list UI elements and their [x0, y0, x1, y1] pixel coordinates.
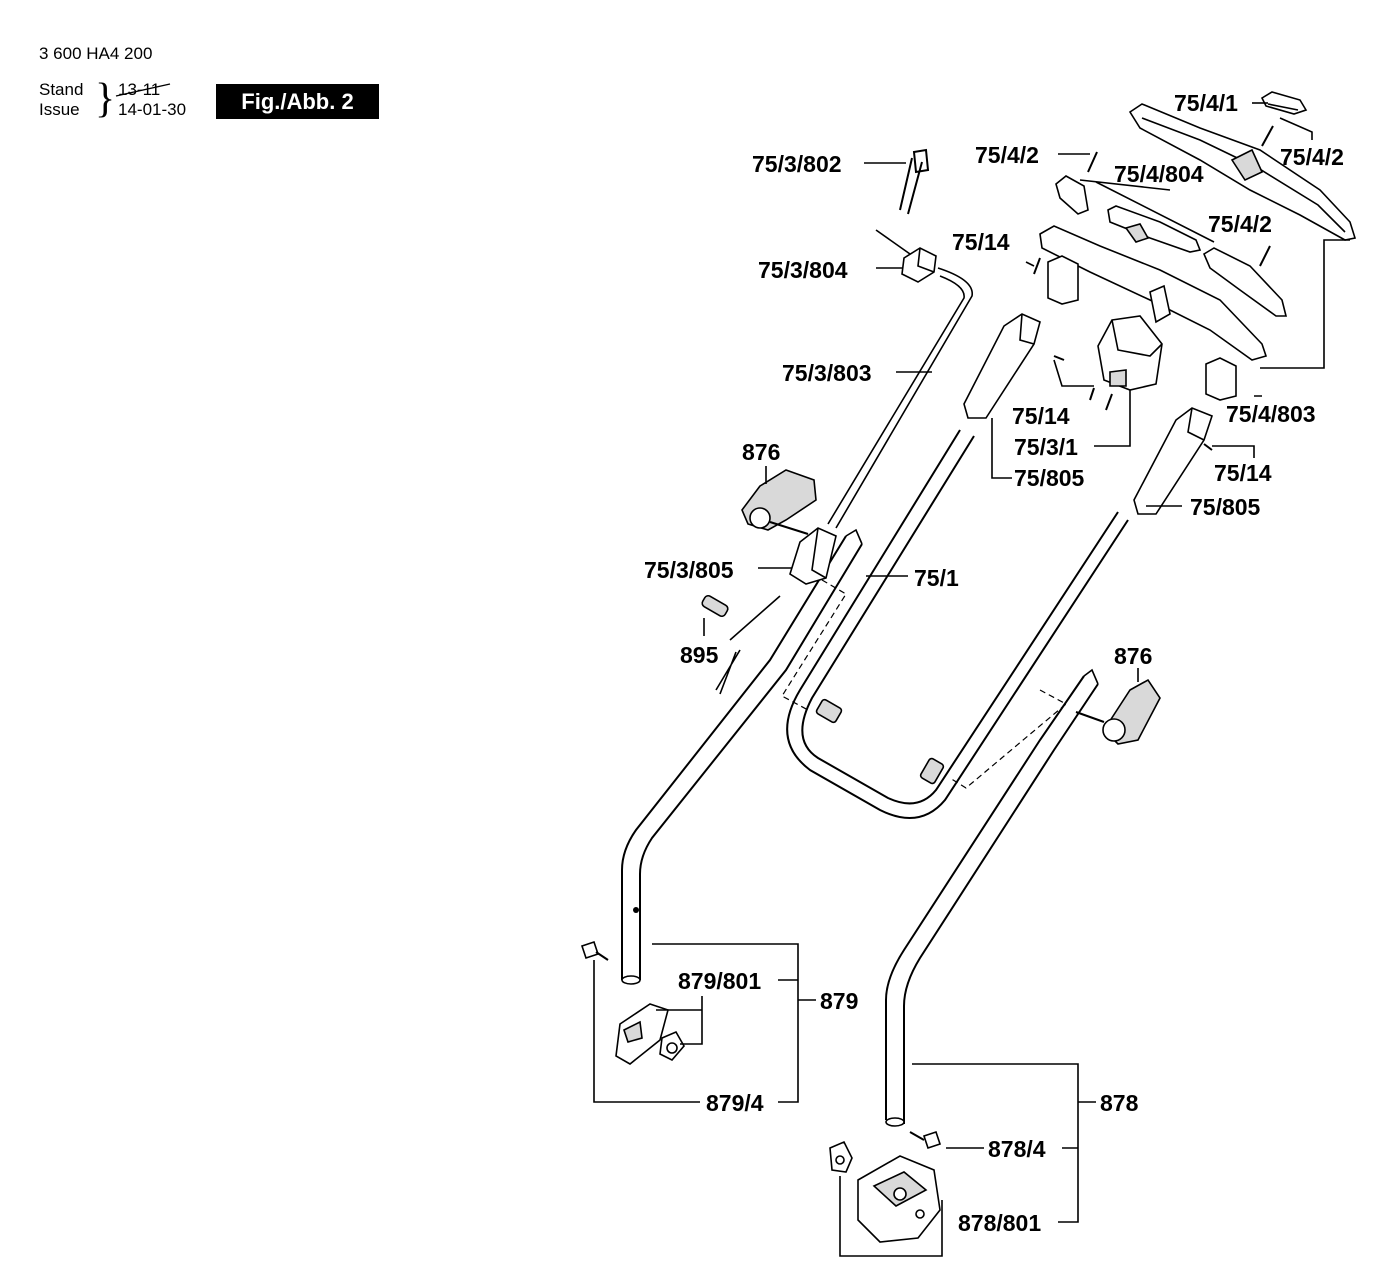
- label-75-14-a: 75/14: [952, 229, 1010, 255]
- knob-876-right: [1075, 678, 1161, 745]
- clip-878-801: [829, 1140, 853, 1173]
- label-75-4-804: 75/4/804: [1114, 161, 1204, 187]
- upper-tube-75-1: [786, 429, 1129, 819]
- label-75-14-b: 75/14: [1012, 403, 1070, 429]
- label-878: 878: [1100, 1090, 1139, 1116]
- brace-symbol: }: [95, 76, 116, 122]
- screw-75-14-c: [1203, 443, 1213, 451]
- stand-old-value: 13-11: [118, 80, 161, 99]
- label-75-876-a: 876: [742, 439, 780, 465]
- stand-label: Stand: [39, 80, 84, 99]
- screw-878-4: [909, 1130, 942, 1150]
- issue-label: Issue: [39, 100, 80, 119]
- screw-75-14-b2: [1089, 387, 1095, 401]
- alignment-dashed-left: [781, 579, 847, 711]
- cover-878: [857, 1155, 941, 1243]
- clip-879-801: [659, 1030, 685, 1061]
- connector-75-3-802: [899, 148, 930, 215]
- label-75-4-2-b: 75/4/2: [1280, 144, 1344, 170]
- document-number: 3 600 HA4 200: [39, 44, 153, 63]
- leader-lines: [593, 102, 1350, 1257]
- small-knob-75-4-1: [1260, 91, 1308, 115]
- clamp-75-3-805: [789, 527, 837, 585]
- label-75-1: 75/1: [914, 565, 959, 591]
- label-75-4-1: 75/4/1: [1174, 90, 1238, 116]
- lever-right: [1202, 247, 1288, 317]
- bracket-879: [615, 1003, 669, 1065]
- figure-badge: Fig./Abb. 2: [216, 84, 379, 119]
- label-75-4-2-a: 75/4/2: [975, 142, 1039, 168]
- label-75-3-1: 75/3/1: [1014, 434, 1078, 460]
- handle-frame-75-4-803: [1039, 225, 1268, 401]
- sleeve-75-805-right: [1133, 407, 1213, 515]
- label-878-801: 878/801: [958, 1210, 1041, 1236]
- label-879-4: 879/4: [706, 1090, 764, 1116]
- lower-right-tube: [885, 668, 1099, 1127]
- screw-879-4: [580, 940, 609, 961]
- pin-75-4-2-c: [1259, 245, 1271, 267]
- funnel-75-3-1: [1097, 315, 1163, 391]
- label-879: 879: [820, 988, 858, 1014]
- cable-75-3-803: [827, 267, 973, 529]
- label-75-805-b: 75/805: [1190, 494, 1261, 520]
- label-75-4-2-c: 75/4/2: [1208, 211, 1272, 237]
- knob-876-left: [741, 469, 817, 535]
- alignment-dashed-right: [949, 689, 1068, 789]
- screw-75-14-a: [1033, 257, 1041, 275]
- label-75-3-804: 75/3/804: [758, 257, 848, 283]
- plug-right: [919, 757, 945, 785]
- label-879-801: 879/801: [678, 968, 761, 994]
- leader-75-3-802-cable: [875, 229, 911, 255]
- clip-75-3-804: [901, 247, 937, 283]
- label-75-805-a: 75/805: [1014, 465, 1085, 491]
- pin-75-4-2-a: [1087, 151, 1098, 173]
- pin-75-4-2-b: [1261, 125, 1274, 147]
- trigger-bracket: [1055, 175, 1089, 215]
- plug-left: [815, 698, 843, 724]
- label-75-3-803: 75/3/803: [782, 360, 872, 386]
- label-75-14-c: 75/14: [1214, 460, 1272, 486]
- handle-top-cover: [1128, 103, 1357, 241]
- sleeve-75-805-left: [963, 313, 1041, 419]
- screw-75-14-b3: [1105, 393, 1113, 411]
- lower-left-tube: [621, 528, 863, 985]
- label-75-4-803: 75/4/803: [1226, 401, 1316, 427]
- issue-date: 14-01-30: [118, 100, 187, 119]
- spring-895: [701, 594, 781, 695]
- label-876-b: 876: [1114, 643, 1152, 669]
- label-895: 895: [680, 642, 719, 668]
- screw-75-14-b1: [1053, 355, 1065, 361]
- label-878-4: 878/4: [988, 1136, 1046, 1162]
- strike-through-mark: [115, 83, 171, 97]
- label-75-3-805: 75/3/805: [644, 557, 734, 583]
- label-75-3-802: 75/3/802: [752, 151, 842, 177]
- lever-75-4-804: [1107, 205, 1202, 253]
